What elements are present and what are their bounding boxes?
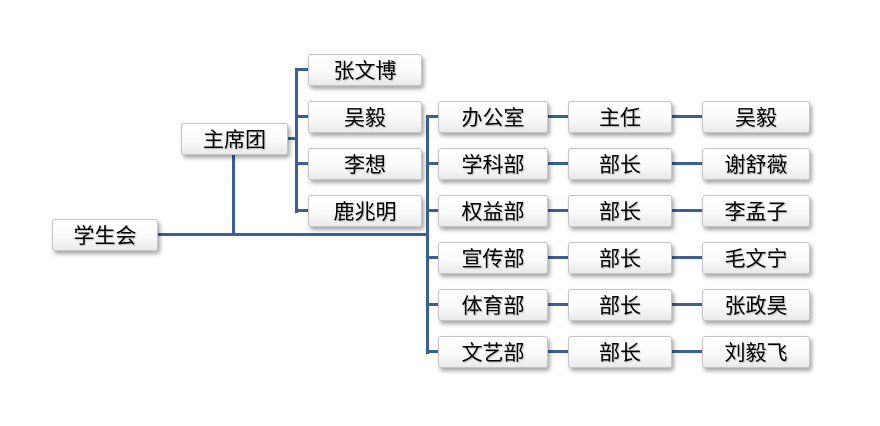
- node-title: 部长: [568, 242, 672, 274]
- node-presidium: 主席团: [181, 123, 288, 155]
- connector-member-stub: [295, 209, 308, 212]
- connector-dept-stub: [426, 209, 438, 212]
- connector-dept-title: [548, 303, 568, 306]
- node-root: 学生会: [52, 219, 158, 251]
- connector-title-head: [672, 303, 702, 306]
- node-title: 部长: [568, 289, 672, 321]
- node-head: 谢舒薇: [702, 148, 810, 180]
- connector-member-stub: [295, 162, 308, 165]
- connector-dept-title: [548, 162, 568, 165]
- node-title: 部长: [568, 195, 672, 227]
- node-member: 鹿兆明: [308, 195, 422, 227]
- node-department: 权益部: [438, 195, 548, 227]
- node-member: 李想: [308, 148, 422, 180]
- node-member: 吴毅: [308, 101, 422, 133]
- connector-presidium-drop: [232, 155, 235, 236]
- connector-dept-stub: [426, 256, 438, 259]
- node-department: 办公室: [438, 101, 548, 133]
- connector-title-head: [672, 256, 702, 259]
- node-head: 李孟子: [702, 195, 810, 227]
- node-department: 宣传部: [438, 242, 548, 274]
- connector-dept-stub: [426, 162, 438, 165]
- node-title: 部长: [568, 336, 672, 368]
- connector-dept-title: [548, 350, 568, 353]
- connector-dept-stub: [426, 303, 438, 306]
- connector-member-stub: [295, 115, 308, 118]
- connector-departments-bracket: [426, 115, 429, 354]
- connector-dept-stub: [426, 115, 438, 118]
- node-member: 张文博: [308, 54, 422, 86]
- node-title: 部长: [568, 148, 672, 180]
- node-head: 毛文宁: [702, 242, 810, 274]
- connector-dept-title: [548, 209, 568, 212]
- connector-members-bracket: [295, 68, 298, 213]
- node-department: 文艺部: [438, 336, 548, 368]
- connector-presidium-stub: [288, 137, 298, 140]
- node-title: 主任: [568, 101, 672, 133]
- connector-title-head: [672, 162, 702, 165]
- node-head: 刘毅飞: [702, 336, 810, 368]
- connector-title-head: [672, 209, 702, 212]
- node-head: 吴毅: [702, 101, 810, 133]
- connector-title-head: [672, 350, 702, 353]
- connector-trunk: [158, 233, 429, 236]
- connector-title-head: [672, 115, 702, 118]
- connector-member-stub: [295, 68, 308, 71]
- connector-dept-title: [548, 256, 568, 259]
- node-department: 体育部: [438, 289, 548, 321]
- node-department: 学科部: [438, 148, 548, 180]
- connector-dept-title: [548, 115, 568, 118]
- connector-dept-stub: [426, 350, 438, 353]
- node-head: 张政昊: [702, 289, 810, 321]
